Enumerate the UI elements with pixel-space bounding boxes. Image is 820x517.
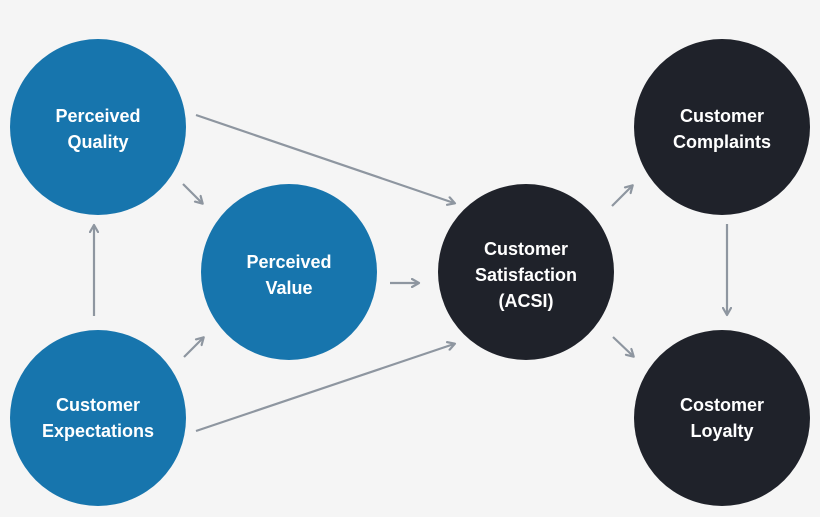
arrow-quality-to-value [182, 183, 202, 203]
arrow-expectations-to-satisfaction [195, 344, 454, 433]
node-label: Customer [680, 106, 764, 126]
node-perceived-quality: Perceived Quality [10, 39, 186, 215]
node-customer-satisfaction: Customer Satisfaction (ACSI) [438, 184, 614, 360]
node-label: Customer [484, 239, 568, 259]
node-perceived-value: Perceived Value [201, 184, 377, 360]
arrow-satisfaction-to-loyalty [612, 336, 633, 356]
node-label: Complaints [673, 132, 771, 152]
node-label: Expectations [42, 421, 154, 441]
node-customer-complaints: Customer Complaints [634, 39, 810, 215]
arrow-satisfaction-to-complaints [611, 186, 632, 207]
node-label: Loyalty [690, 421, 753, 441]
node-customer-loyalty: Costomer Loyalty [634, 330, 810, 506]
node-circle [201, 184, 377, 360]
node-label: Value [265, 278, 312, 298]
node-label: Perceived [55, 106, 140, 126]
node-label: Perceived [246, 252, 331, 272]
node-circle [438, 184, 614, 360]
arrow-quality-to-satisfaction [195, 113, 454, 203]
node-circle [634, 330, 810, 506]
node-label: (ACSI) [499, 291, 554, 311]
node-label: Quality [67, 132, 128, 152]
node-circle [10, 39, 186, 215]
node-label: Satisfaction [475, 265, 577, 285]
node-label: Costomer [680, 395, 764, 415]
arrow-expectations-to-value [183, 338, 203, 358]
node-circle [10, 330, 186, 506]
node-circle [634, 39, 810, 215]
node-label: Customer [56, 395, 140, 415]
node-customer-expectations: Customer Expectations [10, 330, 186, 506]
edges [94, 113, 727, 433]
